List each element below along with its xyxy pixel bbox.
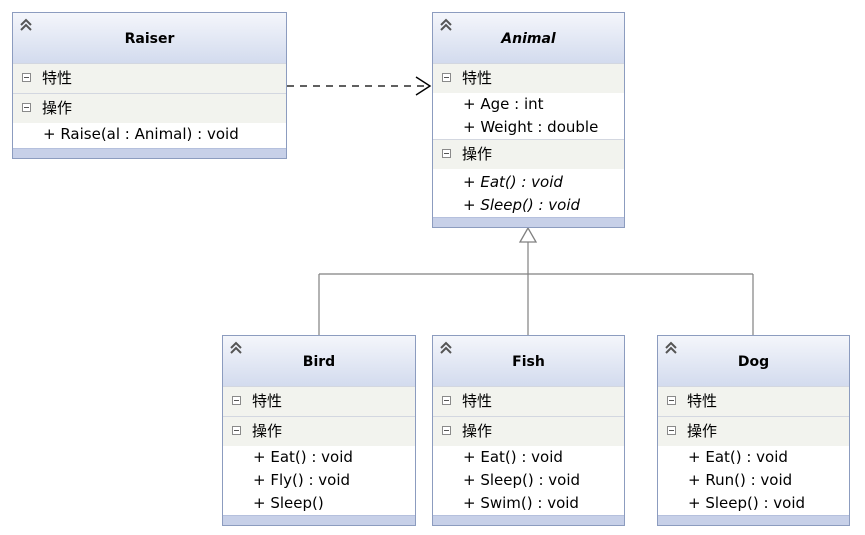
minus-box-icon[interactable]	[232, 396, 241, 405]
section-label: 操作	[42, 99, 73, 117]
attribute-item[interactable]: + Age : int	[463, 95, 544, 113]
operation-item[interactable]: + Swim() : void	[463, 494, 579, 512]
attributes-section[interactable]: 特性	[433, 63, 624, 93]
minus-box-icon[interactable]	[667, 426, 676, 435]
operation-item[interactable]: + Sleep() : void	[463, 196, 581, 214]
minus-box-icon[interactable]	[442, 426, 451, 435]
minus-box-icon[interactable]	[442, 396, 451, 405]
class-dog[interactable]: Dog 特性 操作 + Eat() : void + Run() : void …	[657, 335, 850, 526]
class-header: Fish	[433, 336, 624, 386]
class-header: Animal	[433, 13, 624, 63]
operation-item[interactable]: + Eat() : void	[253, 448, 353, 466]
operations-section[interactable]: 操作	[433, 416, 624, 446]
class-header: Raiser	[13, 13, 286, 63]
section-label: 特性	[687, 392, 718, 410]
attributes-list: + Age : int + Weight : double	[433, 93, 624, 139]
attributes-section[interactable]: 特性	[223, 386, 415, 416]
double-chevron-up-icon[interactable]	[438, 340, 454, 356]
minus-box-icon[interactable]	[442, 73, 451, 82]
class-name: Animal	[501, 31, 556, 47]
class-name: Dog	[737, 354, 770, 370]
operation-item[interactable]: + Eat() : void	[463, 448, 563, 466]
section-label: 特性	[462, 69, 493, 87]
operations-section[interactable]: 操作	[433, 139, 624, 169]
double-chevron-up-icon[interactable]	[228, 340, 244, 356]
section-label: 操作	[462, 422, 493, 440]
operations-section[interactable]: 操作	[223, 416, 415, 446]
section-label: 操作	[252, 422, 283, 440]
section-label: 操作	[687, 422, 718, 440]
minus-box-icon[interactable]	[442, 149, 451, 158]
class-header: Dog	[658, 336, 849, 386]
operation-item[interactable]: + Eat() : void	[688, 448, 788, 466]
class-footer	[13, 148, 286, 158]
operations-list: + Eat() : void + Run() : void + Sleep() …	[658, 446, 849, 515]
class-footer	[433, 515, 624, 525]
section-label: 特性	[42, 69, 73, 87]
class-name: Raiser	[124, 31, 175, 47]
double-chevron-up-icon[interactable]	[438, 17, 454, 33]
minus-box-icon[interactable]	[667, 396, 676, 405]
operation-item[interactable]: + Raise(al : Animal) : void	[43, 125, 239, 143]
class-name: Bird	[302, 354, 336, 370]
minus-box-icon[interactable]	[22, 103, 31, 112]
operation-item[interactable]: + Sleep() : void	[463, 471, 581, 489]
generalization-arrowhead	[518, 226, 538, 243]
double-chevron-up-icon[interactable]	[663, 340, 679, 356]
minus-box-icon[interactable]	[22, 73, 31, 82]
operation-item[interactable]: + Sleep() : void	[688, 494, 806, 512]
class-animal[interactable]: Animal 特性 + Age : int + Weight : double …	[432, 12, 625, 228]
operations-list: + Eat() : void + Fly() : void + Sleep()	[223, 446, 415, 515]
class-raiser[interactable]: Raiser 特性 操作 + Raise(al : Animal) : void	[12, 12, 287, 159]
attributes-section[interactable]: 特性	[433, 386, 624, 416]
class-header: Bird	[223, 336, 415, 386]
operation-item[interactable]: + Fly() : void	[253, 471, 351, 489]
attributes-section[interactable]: 特性	[13, 63, 286, 93]
dependency-arrowhead	[415, 76, 432, 96]
class-name: Fish	[512, 354, 545, 370]
class-footer	[658, 515, 849, 525]
operations-list: + Eat() : void + Sleep() : void	[433, 169, 624, 217]
operation-item[interactable]: + Sleep()	[253, 494, 324, 512]
class-footer	[433, 217, 624, 227]
class-footer	[223, 515, 415, 525]
operations-section[interactable]: 操作	[658, 416, 849, 446]
section-label: 特性	[252, 392, 283, 410]
section-label: 特性	[462, 392, 493, 410]
class-bird[interactable]: Bird 特性 操作 + Eat() : void + Fly() : void…	[222, 335, 416, 526]
section-label: 操作	[462, 145, 493, 163]
operations-section[interactable]: 操作	[13, 93, 286, 123]
operations-list: + Raise(al : Animal) : void	[13, 123, 286, 146]
operations-list: + Eat() : void + Sleep() : void + Swim()…	[433, 446, 624, 515]
double-chevron-up-icon[interactable]	[18, 17, 34, 33]
operation-item[interactable]: + Run() : void	[688, 471, 793, 489]
operation-item[interactable]: + Eat() : void	[463, 173, 563, 191]
attribute-item[interactable]: + Weight : double	[463, 118, 599, 136]
attributes-section[interactable]: 特性	[658, 386, 849, 416]
class-fish[interactable]: Fish 特性 操作 + Eat() : void + Sleep() : vo…	[432, 335, 625, 526]
minus-box-icon[interactable]	[232, 426, 241, 435]
